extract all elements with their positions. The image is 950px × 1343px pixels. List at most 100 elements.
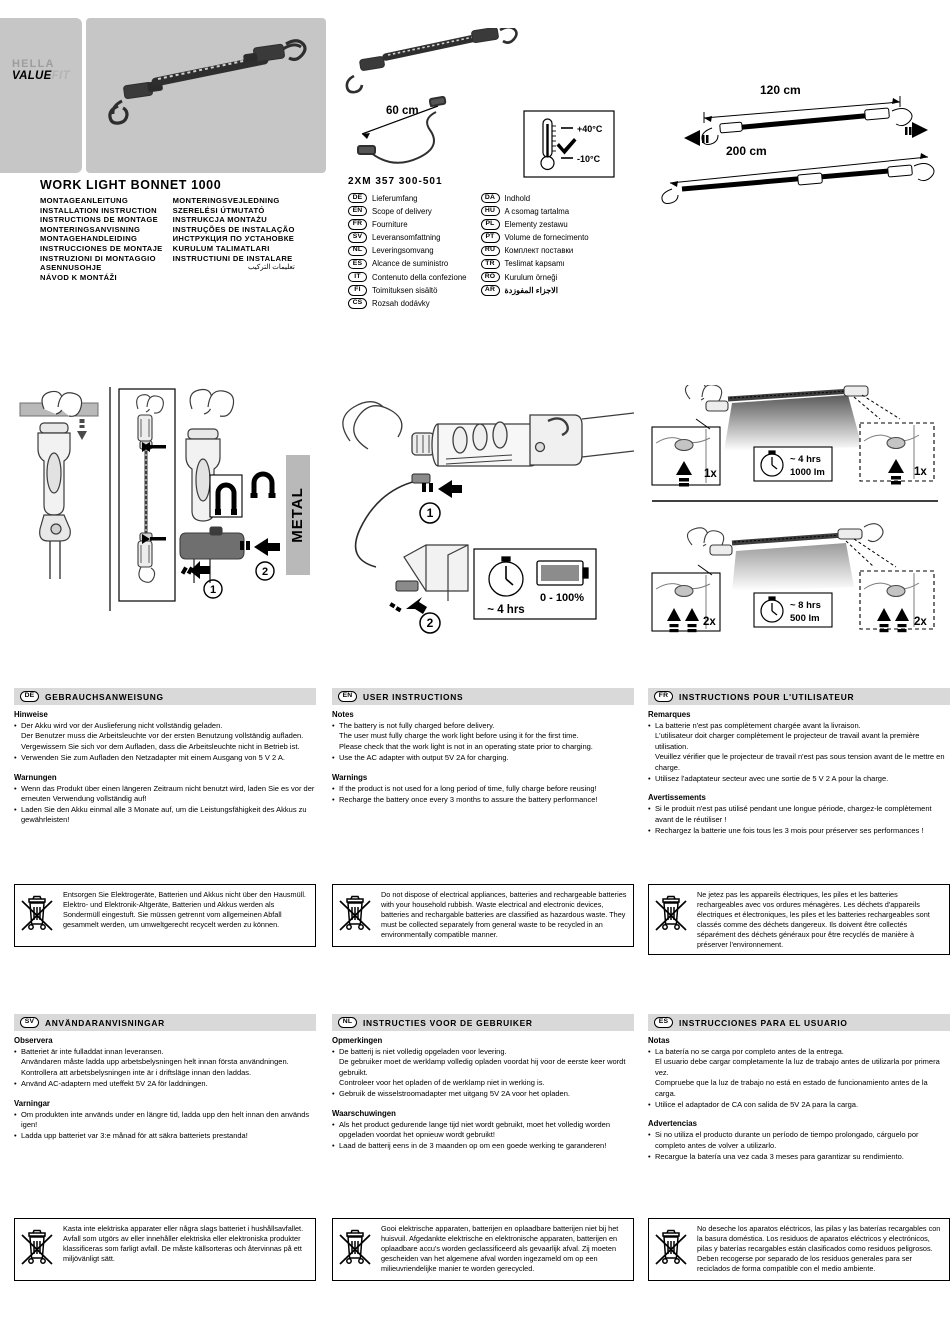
manual-title: INSTRUCTIONS DE MONTAGE [40,215,159,225]
warning-item: •Si le produit n'est pas utilisé pendant… [648,804,950,825]
country-code-de: DE [20,691,39,702]
scope-label: Leveringsomvang [372,246,434,256]
mode-low-press-left: 2x [703,616,716,628]
note-line: De batterij is niet volledig opgeladen v… [339,1047,507,1056]
charge-time-label: ~ 4 hrs [487,604,524,616]
weee-bin-icon [655,1229,687,1265]
bullet-marker: • [648,721,651,730]
weee-icon-wrap [654,1224,690,1275]
warning-item: •Recharge the battery once every 3 month… [332,795,634,805]
bullet-marker: • [14,721,17,730]
note-line: Utilisez l'adaptateur secteur avec une s… [655,773,889,783]
warning-item: •Si no utiliza el producto durante un pe… [648,1130,950,1151]
note-item: •Batteriet är inte fulladdat innan lever… [14,1047,316,1078]
section-spacer [332,1100,634,1107]
note-list: •De batterij is niet volledig opgeladen … [332,1047,634,1100]
scope-label: Kurulum örneği [504,272,558,282]
manual-title: INSTRUZIONI DI MONTAGGIO [40,253,156,263]
note-line: The battery is not fully charged before … [339,721,495,730]
note-item: •Der Akku wird vor der Auslieferung nich… [14,721,316,752]
country-code-ru: RU [480,245,500,256]
brand-hella-text: HELLA [12,58,55,70]
country-code-sv: SV [20,1017,39,1028]
note-item: •Use the AC adapter with output 5V 2A fo… [332,753,634,763]
bullet-marker: • [332,783,335,793]
country-code-fr: FR [654,691,673,702]
scope-label: Teslimat kapsamı [504,259,565,269]
country-code-es: ES [654,1017,673,1028]
weee-bin-icon [21,895,53,931]
manual-title: KURULUM TALIMATLARI [172,243,270,253]
figure-mounting-magnet: METAL 1 2 [19,387,310,611]
section-spacer [332,764,634,771]
step-2-number: 2 [262,566,268,578]
mode-high-lumens: 1000 lm [790,467,825,478]
note-item: •Utilisez l'adaptateur secteur avec une … [648,774,950,784]
note-line: Använd AC-adaptern med uteffekt 5V 2A fö… [21,1078,208,1088]
scope-label: Scope of delivery [372,206,432,216]
country-code-fr: FR [348,219,367,230]
warning-list: •Si no utiliza el producto durante un pe… [648,1130,950,1162]
disposal-text: Do not dispose of electrical appliances,… [381,890,627,939]
note-list: •The battery is not fully charged before… [332,721,634,763]
warning-list: •Als het product gedurende lange tijd ni… [332,1120,634,1152]
charge-step-2: 2 [427,616,434,630]
figure-extended-200cm: 200 cm [661,144,935,204]
note-title: Opmerkingen [332,1036,383,1045]
bullet-marker: • [14,783,17,793]
manual-title: NÁVOD K MONTÁŽI [40,272,117,282]
bullet-marker: • [14,1109,17,1119]
manual-title: INSTALLATION INSTRUCTION [40,205,157,215]
section-spacer [648,1110,950,1117]
bullet-marker: • [332,1120,335,1130]
scope-label: Volume de fornecimento [504,233,589,243]
disposal-box-nl: Gooi elektrische apparaten, batterijen e… [332,1218,634,1281]
manual-title: MONTAGEANLEITUNG [40,196,129,205]
page-title: WORK LIGHT BONNET 1000 [40,178,222,192]
section-spacer [14,764,316,771]
note-item: •Gebruik de wisselstroomadapter met uitg… [332,1089,634,1099]
warning-line: Recharge the battery once every 3 months… [339,794,598,804]
bullet-marker: • [14,804,17,814]
warning-list: •Wenn das Produkt über einen längeren Ze… [14,784,316,826]
warning-item: •Rechargez la batterie une fois tous les… [648,826,950,836]
note-item: •La batterie n'est pas complètement char… [648,721,950,773]
step-1-number: 1 [210,584,216,596]
warning-line: Rechargez la batterie une fois tous les … [655,825,924,835]
manual-title: MONTERINGSVEJLEDNING [172,196,280,205]
disposal-text: Ne jetez pas les appareils électriques, … [697,890,930,949]
disposal-box-de: Entsorgen Sie Elektrogeräte, Batterien u… [14,884,316,947]
country-code-tr: TR [480,258,500,270]
warning-list: •Si le produit n'est pas utilisé pendant… [648,804,950,836]
scope-label: Elementy zestawu [504,219,568,229]
note-title: Notas [648,1036,670,1045]
hero-section: HELLA VALUEFIT [0,18,950,204]
scope-label: Toimituksen sisältö [372,285,438,295]
note-line: Use the AC adapter with output 5V 2A for… [339,752,509,762]
manual-title: MONTERINGSANVISNING [40,224,141,234]
product-photo-panel [86,18,326,173]
warning-title: Warnungen [14,772,57,782]
weee-icon-wrap [20,1224,56,1275]
warning-item: •Laden Sie den Akku einmal alle 3 Monate… [14,805,316,826]
note-title: Hinweise [14,710,48,719]
note-item: •De batterij is niet volledig opgeladen … [332,1047,634,1089]
note-list: •La batería no se carga por completo ant… [648,1047,950,1110]
note-line: Batteriet är inte fulladdat innan levera… [21,1047,164,1056]
disposal-text: Kasta inte elektriska apparater eller nå… [63,1224,304,1263]
